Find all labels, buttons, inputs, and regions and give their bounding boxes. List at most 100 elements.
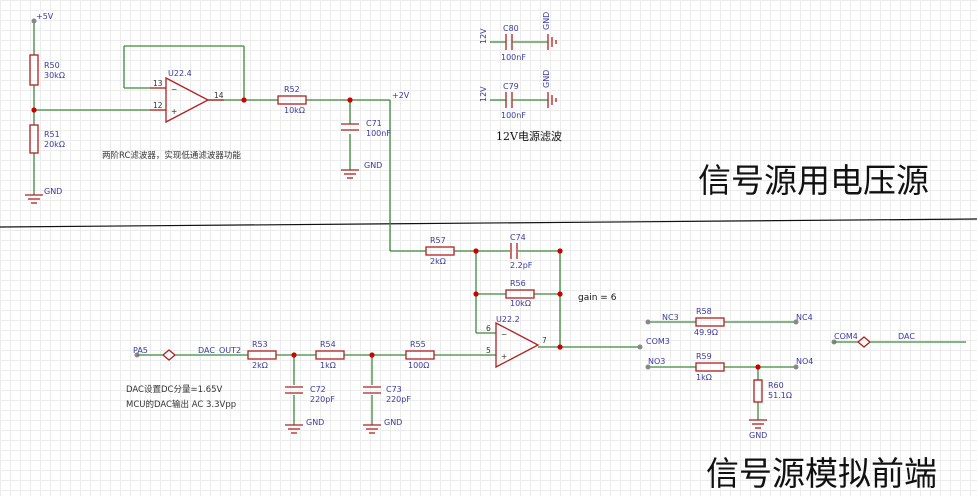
section-title-voltage-source: 信号源用电压源 (698, 161, 929, 200)
junction (755, 364, 761, 370)
c80-circuit (490, 34, 557, 50)
note-dac-bias: DAC设置DC分量=1.65V (126, 384, 223, 395)
r59-ref: R59 (696, 352, 712, 361)
r58-value: 49.9Ω (694, 328, 718, 337)
net-label-12v-b: 12V (479, 86, 488, 102)
u224-minus: − (171, 85, 177, 94)
r54-value: 1kΩ (320, 361, 336, 370)
note-mcu-dac: MCU的DAC输出 AC 3.3Vpp (126, 399, 236, 410)
u222-minus: − (501, 330, 507, 339)
c72-value: 220pF (310, 395, 335, 404)
note-rc-filter: 两阶RC滤波器，实现低通滤波器功能 (102, 150, 241, 161)
gnd-label-c73: GND (384, 418, 402, 427)
r59-value: 1kΩ (696, 373, 712, 382)
top-divider-wires (33, 22, 150, 195)
r53-body (247, 350, 277, 360)
c74-value: 2.2pF (510, 261, 533, 270)
junction (369, 352, 375, 358)
c79-ref: C79 (503, 82, 519, 91)
c72-ref: C72 (310, 385, 326, 394)
note-gain: gain = 6 (578, 293, 617, 303)
junction (557, 291, 563, 297)
junction (557, 248, 563, 254)
r59-body (695, 362, 725, 372)
r60-body (753, 379, 763, 403)
c71-ref: C71 (366, 119, 382, 128)
u222-ref: U22.2 (496, 315, 520, 324)
r58-ref: R58 (696, 307, 712, 316)
gnd-symbol-c73 (363, 424, 381, 434)
r57-ref: R57 (430, 236, 446, 245)
u222-pin-a: 6 (486, 324, 491, 333)
net-label-com3: COM3 (646, 337, 670, 346)
r50-value: 30kΩ (44, 71, 65, 80)
c72-symbol (285, 386, 303, 394)
junction (473, 291, 479, 297)
r53-ref: R53 (252, 340, 268, 349)
u222-opamp (495, 321, 540, 369)
u224-pin-b: 12 (153, 101, 163, 110)
r53-value: 2kΩ (252, 361, 268, 370)
u222-pin-b: 5 (486, 346, 491, 355)
c73-value: 220pF (386, 395, 411, 404)
junction (347, 97, 353, 103)
com3-port (637, 344, 643, 350)
no4-port (793, 364, 799, 370)
u224-opamp (165, 76, 210, 124)
net-label-pa5: PA5 (133, 346, 148, 355)
r52-ref: R52 (284, 85, 300, 94)
net-label-p5v: +5V (36, 12, 54, 21)
junction (557, 344, 563, 350)
u224-feedback-wires (123, 45, 278, 101)
net-label-no3: NO3 (648, 357, 665, 366)
net-label-nc4: NC4 (796, 313, 813, 322)
r50-ref: R50 (44, 61, 60, 70)
junction (241, 97, 247, 103)
net-label-dac-out2: DAC_OUT2 (198, 346, 241, 355)
gnd-symbol-c72 (285, 424, 303, 434)
net-label-p2v: +2V (392, 91, 410, 100)
r55-value: 100Ω (408, 361, 429, 370)
r51-value: 20kΩ (44, 140, 65, 149)
net-label-12v-a: 12V (479, 28, 488, 44)
gnd-label-c72: GND (306, 418, 324, 427)
c74-symbol (510, 243, 518, 259)
section-divider (0, 218, 977, 228)
net-label-dac: DAC (898, 332, 915, 341)
gnd-symbol-r51 (25, 194, 43, 204)
c73-symbol (363, 386, 381, 394)
gnd-symbol-r60 (749, 419, 767, 429)
c80-value: 100nF (501, 53, 526, 62)
r57-body (425, 246, 455, 256)
r50-body (29, 54, 39, 86)
u222-plus: + (501, 352, 507, 361)
r58-body (695, 317, 725, 327)
r52-body (277, 95, 307, 105)
net-label-nc3: NC3 (662, 313, 679, 322)
c73-ref: C73 (386, 385, 402, 394)
gnd-label-c79: GND (542, 70, 551, 88)
nc4-port (793, 319, 799, 325)
u224-pin-out: 14 (214, 91, 224, 100)
c80-ref: C80 (503, 24, 519, 33)
no3-port (645, 364, 651, 370)
u222-pin-out: 7 (542, 336, 547, 345)
gnd-label-r51: GND (44, 187, 62, 196)
r55-body (405, 350, 435, 360)
c71-symbol (341, 123, 359, 131)
section-title-analog-frontend: 信号源模拟前端 (706, 454, 937, 493)
gnd-label-c80: GND (542, 12, 551, 30)
u224-plus: + (171, 107, 177, 116)
r56-body (505, 289, 535, 299)
r52-value: 10kΩ (284, 106, 305, 115)
junction (291, 352, 297, 358)
r54-body (315, 350, 345, 360)
c74-ref: C74 (510, 233, 526, 242)
filter-12v-label: 12V电源滤波 (496, 129, 562, 143)
c71-value: 100nF (366, 129, 391, 138)
junction (473, 248, 479, 254)
r60-ref: R60 (768, 381, 784, 390)
r54-ref: R54 (320, 340, 336, 349)
